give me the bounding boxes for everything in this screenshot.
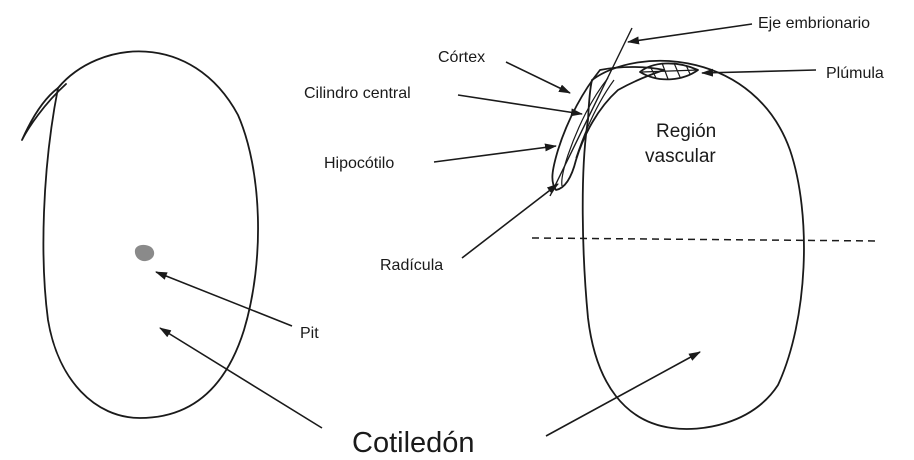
axis-inner-line bbox=[562, 78, 608, 186]
label-cotiledon: Cotiledón bbox=[352, 427, 475, 459]
label-radicula: Radícula bbox=[380, 257, 443, 274]
arrow-cotiledon-right bbox=[546, 352, 700, 436]
pit-spot bbox=[135, 245, 154, 261]
label-plumula: Plúmula bbox=[826, 65, 884, 82]
axis-guide-line bbox=[550, 28, 632, 196]
label-eje-embrionario: Eje embrionario bbox=[758, 15, 870, 32]
arrow-cotiledon-left bbox=[160, 328, 322, 428]
label-region-vascular-line2: vascular bbox=[645, 146, 716, 167]
pointer-arrows bbox=[156, 24, 816, 436]
arrow-pit bbox=[156, 272, 292, 326]
arrow-cortex bbox=[506, 62, 570, 93]
right-seed-outline bbox=[583, 61, 804, 429]
axis-outer-outline bbox=[552, 67, 664, 190]
plumule bbox=[640, 63, 698, 79]
left-seed-radicle-tip bbox=[22, 84, 66, 140]
label-cortex: Córtex bbox=[438, 49, 485, 66]
left-seed-outline bbox=[43, 51, 258, 418]
arrow-plumula bbox=[702, 70, 816, 73]
arrow-hipocotilo bbox=[434, 146, 556, 162]
arrow-radicula bbox=[462, 184, 558, 258]
label-hipocotilo: Hipocótilo bbox=[324, 155, 394, 172]
label-pit: Pit bbox=[300, 325, 319, 342]
arrow-cilindro-central bbox=[458, 95, 582, 114]
right-seed bbox=[532, 28, 878, 429]
label-cilindro-central: Cilindro central bbox=[304, 85, 411, 102]
arrow-eje-embrionario bbox=[628, 24, 752, 42]
label-region-vascular-line1: Región bbox=[656, 121, 716, 142]
left-seed bbox=[22, 51, 258, 418]
